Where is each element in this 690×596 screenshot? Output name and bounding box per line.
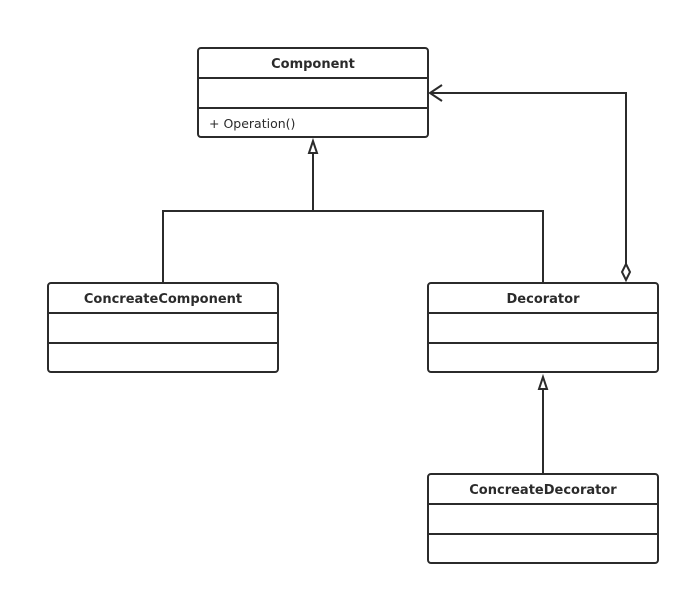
class-concrete-decorator-name: ConcreateDecorator [469, 483, 617, 498]
aggregation-diamond [620, 261, 632, 283]
class-component-operation: + Operation() [209, 116, 295, 131]
class-decorator-box [427, 282, 659, 373]
class-decorator: Decorator [427, 282, 659, 373]
generalization-component-tree [162, 137, 544, 283]
class-component-name: Component [271, 57, 355, 72]
generalization-arrowhead-component [307, 137, 319, 154]
generalization-decorator-line [313, 210, 544, 283]
generalization-concrete-component-line [162, 153, 314, 283]
generalization-decorator-tree [537, 373, 549, 474]
generalization-arrowhead-decorator [537, 373, 549, 390]
class-concrete-decorator-box [427, 473, 659, 564]
class-concrete-component: ConcreateComponent [47, 282, 279, 373]
aggregation-decorator-component [428, 84, 632, 283]
aggregation-open-arrow [428, 84, 443, 102]
class-component-box [197, 47, 429, 138]
class-concrete-component-name: ConcreateComponent [84, 292, 242, 307]
class-concrete-component-box [47, 282, 279, 373]
class-decorator-name: Decorator [507, 292, 581, 307]
aggregation-line [430, 92, 627, 264]
class-concrete-decorator: ConcreateDecorator [427, 473, 659, 564]
class-component: Component + Operation() [197, 47, 429, 138]
